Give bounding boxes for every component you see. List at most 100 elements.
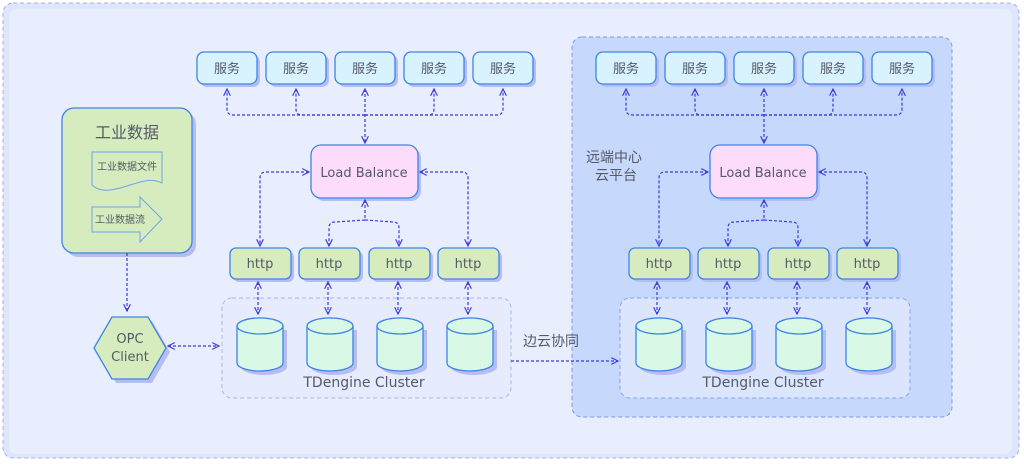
edge-service-box[interactable]	[334, 51, 396, 85]
cloud-service-box[interactable]	[802, 51, 864, 85]
edge-connector-service-4	[365, 89, 434, 116]
edge-http-box[interactable]	[298, 247, 361, 280]
edge-connector-service-5	[365, 89, 503, 116]
edge-database-2[interactable]	[306, 317, 357, 375]
industrial-data-title: 工业数据	[95, 123, 159, 142]
cloud-http-box[interactable]	[836, 247, 899, 280]
cloud-connector-service-2	[695, 89, 764, 116]
edge-connector-service-1	[227, 89, 365, 116]
edge-database-1[interactable]	[236, 317, 287, 375]
cloud-http-box[interactable]	[628, 247, 691, 280]
data-file-shape: 工业数据文件	[91, 151, 163, 191]
cloud-service-4[interactable]: 服务	[802, 51, 866, 87]
cloud-connector-lb-http-4	[819, 172, 867, 246]
cloud-http-box[interactable]	[697, 247, 760, 280]
edge-http-label: http	[455, 257, 482, 272]
cloud-http-box[interactable]	[767, 247, 830, 280]
edge-connector-lb-http-3	[364, 219, 399, 246]
edge-service-label: 服务	[352, 61, 378, 77]
cloud-http-node-2[interactable]: http	[697, 247, 762, 282]
edge-http-label: http	[247, 257, 274, 272]
edge-service-box[interactable]	[403, 51, 465, 85]
cloud-database-top	[705, 317, 753, 335]
cloud-cluster-label: TDengine Cluster	[701, 375, 823, 391]
edge-cluster-label: TDengine Cluster	[302, 375, 424, 391]
edge-stack: 服务 服务 服务 服务 服务 Load Balance http http http httpTD…	[196, 51, 536, 391]
edge-service-label: 服务	[490, 61, 516, 77]
cloud-database-top	[635, 317, 683, 335]
cloud-connector-lb-http-3	[763, 219, 798, 246]
cloud-http-label: http	[715, 257, 742, 272]
edge-service-label: 服务	[421, 61, 447, 77]
edge-connector-lb-http-2	[329, 219, 366, 246]
cloud-service-box[interactable]	[871, 51, 933, 85]
cloud-load-balance[interactable]: Load Balance	[709, 144, 820, 201]
edge-http-label: http	[386, 257, 413, 272]
cloud-database-top	[775, 317, 823, 335]
edge-database-top	[376, 317, 424, 335]
cloud-load-balance-box[interactable]	[709, 144, 818, 199]
edge-cloud-sync-label: 边云协同	[523, 334, 579, 350]
cloud-http-node-4[interactable]: http	[836, 247, 901, 282]
opc-client-line2: Client	[111, 350, 149, 365]
cloud-http-node-1[interactable]: http	[628, 247, 693, 282]
cloud-http-label: http	[785, 257, 812, 272]
edge-load-balance-box[interactable]	[310, 144, 419, 199]
edge-http-box[interactable]	[368, 247, 431, 280]
cloud-service-1[interactable]: 服务	[595, 51, 659, 87]
edge-service-1[interactable]: 服务	[196, 51, 260, 87]
cloud-service-5[interactable]: 服务	[871, 51, 935, 87]
cloud-service-label: 服务	[820, 61, 846, 77]
edge-cluster-container	[221, 297, 512, 399]
edge-service-box[interactable]	[265, 51, 327, 85]
edge-http-box[interactable]	[437, 247, 500, 280]
edge-service-box[interactable]	[196, 51, 258, 85]
cloud-load-balance-label: Load Balance	[719, 166, 806, 181]
cloud-connector-service-1	[626, 89, 764, 116]
edge-service-4[interactable]: 服务	[403, 51, 467, 87]
cloud-connector-lb-http-1	[659, 172, 708, 246]
edge-service-label: 服务	[283, 61, 309, 77]
edge-http-node-3[interactable]: http	[368, 247, 433, 282]
data-file-label: 工业数据文件	[97, 160, 157, 173]
edge-http-node-1[interactable]: http	[229, 247, 294, 282]
cloud-connector-lb-http-2	[728, 219, 765, 246]
cloud-database-1[interactable]	[635, 317, 686, 375]
cloud-service-box[interactable]	[664, 51, 726, 85]
edge-service-2[interactable]: 服务	[265, 51, 329, 87]
edge-database-3[interactable]	[376, 317, 427, 375]
cloud-database-2[interactable]	[705, 317, 756, 375]
cloud-database-4[interactable]	[845, 317, 896, 375]
edge-database-top	[306, 317, 354, 335]
edge-database-top	[446, 317, 494, 335]
cloud-service-box[interactable]	[595, 51, 657, 85]
cloud-service-label: 服务	[682, 61, 708, 77]
edge-connector-service-2	[296, 89, 365, 116]
cloud-http-node-3[interactable]: http	[767, 247, 832, 282]
cloud-service-label: 服务	[613, 61, 639, 77]
cloud-title-line1: 远端中心	[586, 150, 642, 166]
cloud-database-top	[845, 317, 893, 335]
cloud-database-3[interactable]	[775, 317, 826, 375]
cloud-service-2[interactable]: 服务	[664, 51, 728, 87]
edge-database-4[interactable]	[446, 317, 497, 375]
edge-load-balance[interactable]: Load Balance	[310, 144, 421, 201]
edge-service-5[interactable]: 服务	[472, 51, 536, 87]
edge-http-node-4[interactable]: http	[437, 247, 502, 282]
opc-client-line1: OPC	[116, 332, 143, 347]
cloud-connector-service-5	[764, 89, 902, 116]
cloud-service-label: 服务	[751, 61, 777, 77]
cloud-service-3[interactable]: 服务	[733, 51, 797, 87]
edge-http-node-2[interactable]: http	[298, 247, 363, 282]
cloud-connector-service-4	[764, 89, 833, 116]
cloud-http-label: http	[646, 257, 673, 272]
edge-connector-lb-http-4	[420, 172, 468, 246]
opc-client-node: OPC Client	[93, 316, 170, 383]
edge-load-balance-label: Load Balance	[320, 166, 407, 181]
edge-database-top	[236, 317, 284, 335]
cloud-service-box[interactable]	[733, 51, 795, 85]
edge-service-box[interactable]	[472, 51, 534, 85]
edge-http-box[interactable]	[229, 247, 292, 280]
edge-service-3[interactable]: 服务	[334, 51, 398, 87]
